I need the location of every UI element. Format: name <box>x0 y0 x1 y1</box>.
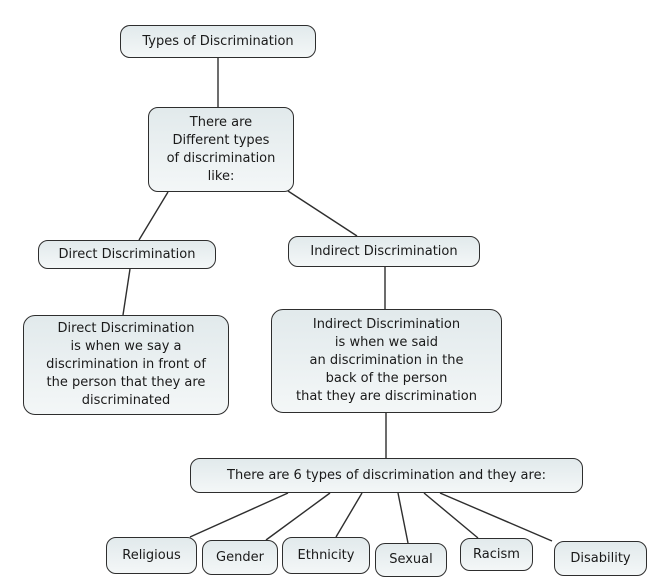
connector-intro-indirect <box>287 190 358 237</box>
connector-sixtypes-ethnicity <box>335 492 363 538</box>
node-gender[interactable]: Gender <box>202 540 278 575</box>
connector-sixtypes-racism <box>423 492 479 539</box>
node-types-of-discrimination[interactable]: Types of Discrimination <box>120 25 316 58</box>
node-sexual[interactable]: Sexual <box>375 543 447 577</box>
node-racism[interactable]: Racism <box>460 538 533 571</box>
node-disability[interactable]: Disability <box>554 541 647 576</box>
connector-sixtypes-gender <box>265 492 331 541</box>
connector-sixtypes-sexual <box>397 492 409 544</box>
node-ethnicity[interactable]: Ethnicity <box>282 537 370 574</box>
connector-direct-desc <box>122 268 131 316</box>
connector-sixtypes-religious <box>189 492 289 538</box>
node-indirect-discrimination-description[interactable]: Indirect Discrimination is when we said … <box>271 309 502 413</box>
node-direct-discrimination-description[interactable]: Direct Discrimination is when we say a d… <box>23 315 229 415</box>
connector-intro-direct <box>138 191 169 241</box>
node-there-are-different-types[interactable]: There are Different types of discriminat… <box>148 107 294 192</box>
node-indirect-discrimination[interactable]: Indirect Discrimination <box>288 236 480 267</box>
node-direct-discrimination[interactable]: Direct Discrimination <box>38 240 216 269</box>
node-religious[interactable]: Religious <box>106 537 197 574</box>
connector-sixtypes-disability <box>439 492 553 542</box>
node-six-types-of-discrimination[interactable]: There are 6 types of discrimination and … <box>190 458 583 493</box>
